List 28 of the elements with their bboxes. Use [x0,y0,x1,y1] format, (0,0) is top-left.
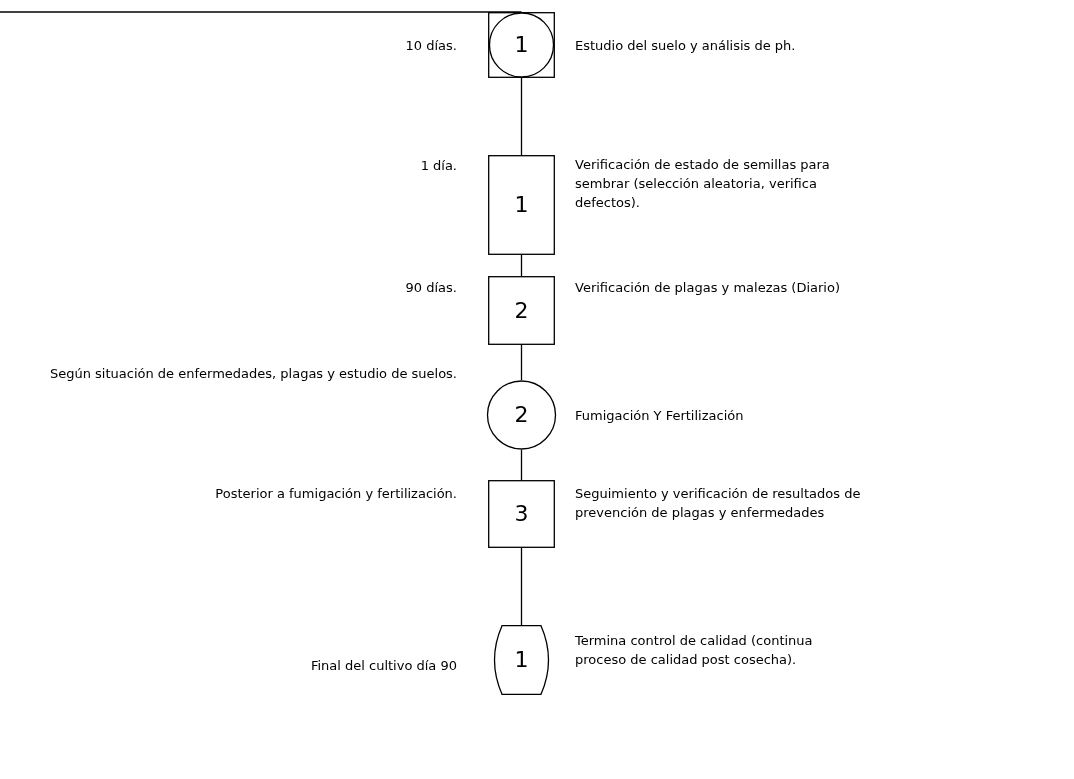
step-number: 1 [514,194,529,216]
step-number: 1 [514,649,529,671]
connector-line [520,449,523,481]
connector-line [520,254,523,277]
step-number: 2 [514,299,529,322]
operation-square [488,276,555,345]
step-description: Verificación de plagas y malezas (Diario) [575,279,841,297]
step-description: Termina control de calidad (continua proceso de calidad post cosecha). [575,632,814,669]
combined-activity-symbol [488,12,555,78]
duration-note: 10 días. [404,37,457,55]
step-description: Seguimiento y verificación de resultados de prevención de plagas y enfermedades [575,485,862,522]
duration-note: 1 día. [419,157,457,175]
duration-note: Posterior a fumigación y fertilización. [214,485,457,503]
step-description: Fumigación Y Fertilización [575,407,745,425]
connector-line [520,344,523,381]
operation-square [488,480,555,548]
step-description: Estudio del suelo y análisis de ph. [575,37,797,55]
step-number: 2 [514,404,529,426]
connector-line [520,77,523,156]
step-number: 3 [514,503,529,525]
step-description: Verificación de estado de semillas para sembrar (selección aleatoria, verifica defectos). [575,156,831,212]
step-number: 1 [514,34,529,56]
duration-note: Final del cultivo día 90 [309,657,457,675]
duration-note: 90 días. [404,279,457,297]
operation-square [488,155,555,255]
connector-line [520,547,523,626]
inspection-circle [486,380,557,450]
duration-note: Según situación de enfermedades, plagas y estudio de suelos. [48,365,457,383]
